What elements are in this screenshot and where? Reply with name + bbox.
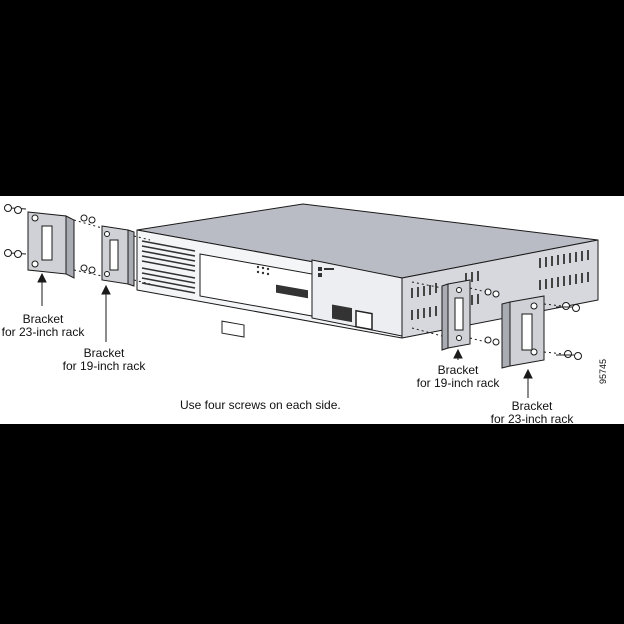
figure-id: 95745 — [598, 358, 608, 384]
compact-flash-slot — [221, 320, 245, 338]
power-switch — [332, 304, 352, 323]
label-bracket-19-left: Bracket for 19-inch rack — [56, 347, 152, 373]
label-line: Bracket — [22, 312, 64, 326]
diagram-panel: Bracket for 23-inch rack Bracket for 19-… — [0, 196, 624, 426]
bracket-23-right — [501, 295, 545, 369]
callout-arrows — [37, 272, 533, 398]
bracket-19-left — [101, 225, 135, 287]
bracket-23-left — [27, 211, 75, 279]
label-bracket-23-left: Bracket for 23-inch rack — [0, 313, 86, 339]
label-bracket-23-right: Bracket for 23-inch rack — [484, 400, 580, 426]
screw-guide-lines-right — [411, 281, 565, 355]
label-line: Bracket — [83, 346, 125, 360]
label-line: for 23-inch rack — [1, 325, 85, 339]
label-line: Bracket — [437, 363, 479, 377]
screws-right — [484, 288, 582, 360]
port-icons — [318, 267, 334, 277]
label-line: Bracket — [511, 399, 553, 413]
label-line: for 19-inch rack — [62, 359, 146, 373]
screws-left — [4, 204, 96, 274]
front-vent-left — [141, 240, 196, 294]
diagram-caption: Use four screws on each side. — [180, 398, 341, 412]
status-leds — [256, 265, 270, 276]
bracket-19-right — [441, 279, 471, 351]
label-line: for 19-inch rack — [416, 376, 500, 390]
power-inlet — [355, 309, 373, 331]
label-bracket-19-right: Bracket for 19-inch rack — [408, 364, 508, 390]
aux-port-strip — [276, 284, 308, 299]
label-line: for 23-inch rack — [490, 412, 574, 426]
router-rack-mount-illustration — [4, 203, 599, 398]
